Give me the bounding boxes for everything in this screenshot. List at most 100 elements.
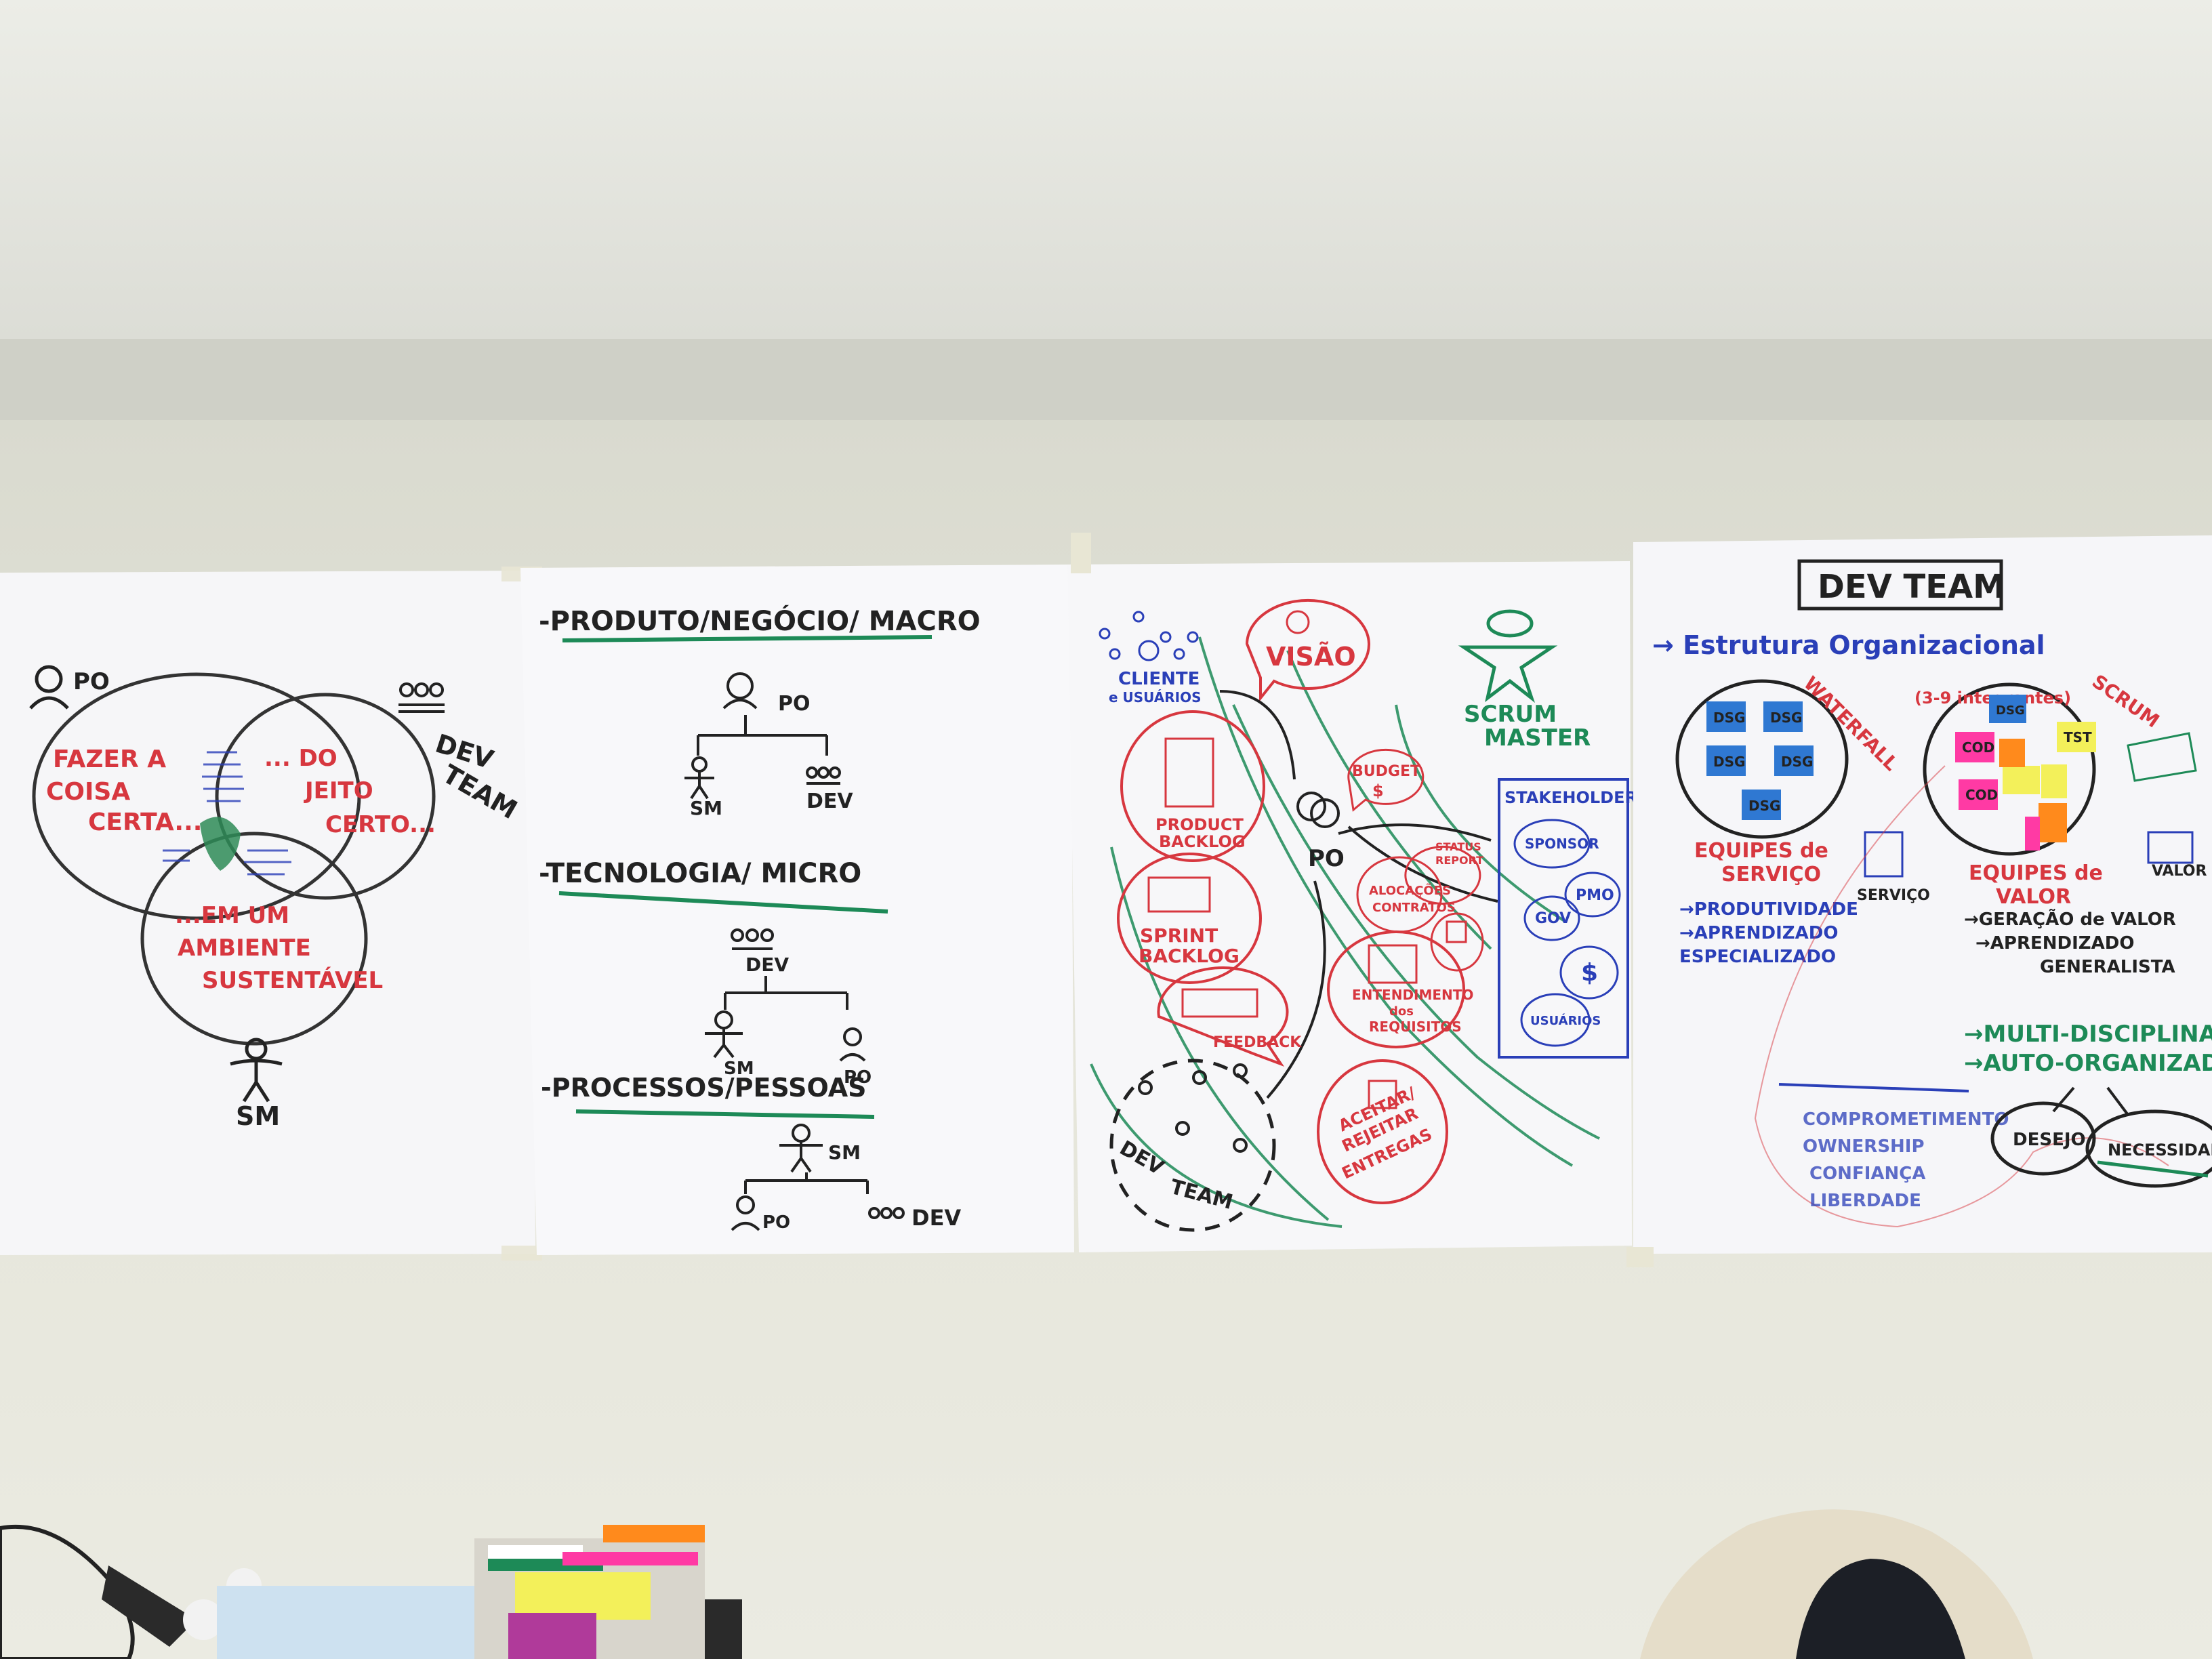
dsg-postit [1989, 695, 2026, 723]
venn-circle-bottom [140, 832, 368, 1046]
usuarios-circle [1520, 993, 1591, 1047]
backlog-list-icon [1164, 737, 1214, 808]
ambiente-text-1: ...EM UM [175, 902, 289, 929]
dsg-label: DSG [1748, 798, 1780, 814]
estrutura-label: → Estrutura Organizacional [1652, 630, 2045, 660]
heading-produto: -PRODUTO/NEGÓCIO/ MACRO [539, 605, 981, 637]
feedback-bubble [1157, 966, 1289, 1067]
flipchart-sheet-1: PO DEV TEAM FAZER A COISA CERTA... ... D… [0, 567, 542, 1261]
stakeholders-box [1498, 778, 1629, 1059]
po-person-icon [1296, 792, 1340, 828]
necessidade-label: NECESSIDADE [2108, 1141, 2212, 1160]
cod-label: COD [1962, 739, 1994, 756]
dsg-label: DSG [1713, 754, 1745, 770]
scrum-team-circle [1923, 682, 2096, 856]
scrum-master-star-icon [1458, 609, 1558, 703]
valor-label: VALOR [2152, 863, 2207, 880]
valor-list-2: →APRENDIZADO [1975, 933, 2134, 954]
contratos-label: CONTRATOS [1372, 901, 1456, 915]
bottom-list-4: LIBERDADE [1809, 1191, 1921, 1211]
cod-postit [1959, 779, 1998, 810]
dsg-postit [1763, 701, 1803, 732]
fazer-text-1: FAZER A [53, 745, 166, 773]
dsg-postit [1706, 701, 1746, 732]
tree1-sm: SM [690, 797, 722, 819]
fazer-text-2: COISA [46, 778, 130, 806]
desk-edge [705, 1599, 742, 1659]
delivery-box-icon [1368, 1080, 1397, 1109]
document-icon [1446, 920, 1467, 943]
heading-processos: -PROCESSOS/PESSOAS [541, 1073, 867, 1103]
sheet1-sm-label: SM [236, 1101, 280, 1131]
flipchart-sheet-4: DEV TEAM → Estrutura Organizacional WATE… [1626, 535, 2212, 1267]
arrows [2052, 1086, 2129, 1116]
org-tree-3 [731, 1124, 905, 1231]
flow-arrows [1219, 690, 1498, 1099]
dollar-circle [1559, 945, 1619, 1000]
servico-list-1: →PRODUTIVIDADE [1679, 899, 1858, 920]
servico-list-3: ESPECIALIZADO [1679, 947, 1836, 967]
cliente-label: CLIENTE [1118, 669, 1200, 689]
sm-person-icon [230, 1038, 283, 1103]
orange-postit [2039, 803, 2067, 842]
sponsor-circle [1513, 819, 1591, 869]
org-tree-2 [705, 928, 866, 1062]
gov-circle [1523, 895, 1580, 941]
valor-team-label: VALOR [1996, 885, 2071, 909]
green-underline [558, 891, 888, 914]
jacket-inner [1796, 1559, 1965, 1659]
paper-sheet-1 [0, 571, 535, 1255]
tree2-sm: SM [724, 1059, 754, 1079]
report-label: REPORT [1435, 854, 1483, 867]
dsg-postit [1742, 790, 1781, 820]
flipchart-sheet-2: -PRODUTO/NEGÓCIO/ MACRO PO SM DEV -TECNO… [520, 565, 1074, 1255]
tree3-po: PO [762, 1212, 790, 1233]
ceiling-soffit [0, 339, 2212, 427]
aceitar-bubble [1317, 1059, 1448, 1204]
heading-tecnologia: -TECNOLOGIA/ MICRO [539, 858, 861, 889]
dsg-postits [1706, 701, 1814, 820]
scrum-postits [1955, 695, 2096, 851]
flipchart-sheet-3: CLIENTE e USUÁRIOS VISÃO SCRUM MASTER PO… [1067, 533, 1649, 1252]
stapler [102, 1565, 197, 1647]
tree2-dev: DEV [745, 954, 789, 976]
po-label: PO [1308, 845, 1345, 872]
product-label: PRODUCT [1155, 815, 1244, 834]
servico-label: SERVIÇO [1857, 887, 1930, 904]
dev-team-people-icon [398, 682, 445, 713]
dsg-postit [1706, 745, 1746, 776]
scrum-label: SCRUM [1464, 701, 1557, 728]
book [217, 1586, 474, 1659]
dev-team-title: DEV TEAM [1818, 568, 2005, 606]
postit-stack [603, 1525, 705, 1542]
dsg-label: DSG [1713, 710, 1745, 726]
budget-label: BUDGET [1352, 763, 1420, 780]
ambiente-text-3: SUSTENTÁVEL [202, 966, 383, 994]
visao-bubble [1245, 598, 1370, 702]
sprint-backlog-bubble [1117, 853, 1262, 984]
dsg-label: DSG [1770, 710, 1802, 726]
jeito-text-1: ... DO [264, 745, 337, 772]
bottom-list-1: COMPROMETIMENTO [1803, 1109, 2009, 1130]
valor-list-1: →GERAÇÃO de VALOR [1964, 908, 2176, 930]
product-backlog-label: BACKLOG [1159, 832, 1246, 851]
dev-team-dashed-circle [1109, 1059, 1276, 1232]
fazer-text-3: CERTA... [88, 808, 202, 836]
faint-red-outline [1754, 765, 2169, 1228]
bottom-list-2: OWNERSHIP [1803, 1136, 1925, 1157]
alocacoes-label: ALOCAÇÕES [1369, 882, 1451, 898]
paper-sheet-2 [520, 565, 1074, 1255]
status-bubble [1404, 846, 1481, 905]
venn-circle-left [32, 672, 361, 920]
green-underline [562, 635, 933, 642]
sprint-board-icon [1147, 876, 1211, 913]
postit-stack [508, 1613, 596, 1659]
valor-list-3: GENERALISTA [2040, 957, 2175, 977]
entendimento-label: ENTENDIMENTO [1352, 987, 1473, 1003]
stakeholders-label: STAKEHOLDERS [1504, 788, 1649, 807]
necessidade-circle [2085, 1109, 2212, 1188]
master-label: MASTER [1484, 724, 1591, 752]
feedback-doc-icon [1181, 988, 1258, 1018]
budget-dollar: $ [1372, 781, 1384, 800]
